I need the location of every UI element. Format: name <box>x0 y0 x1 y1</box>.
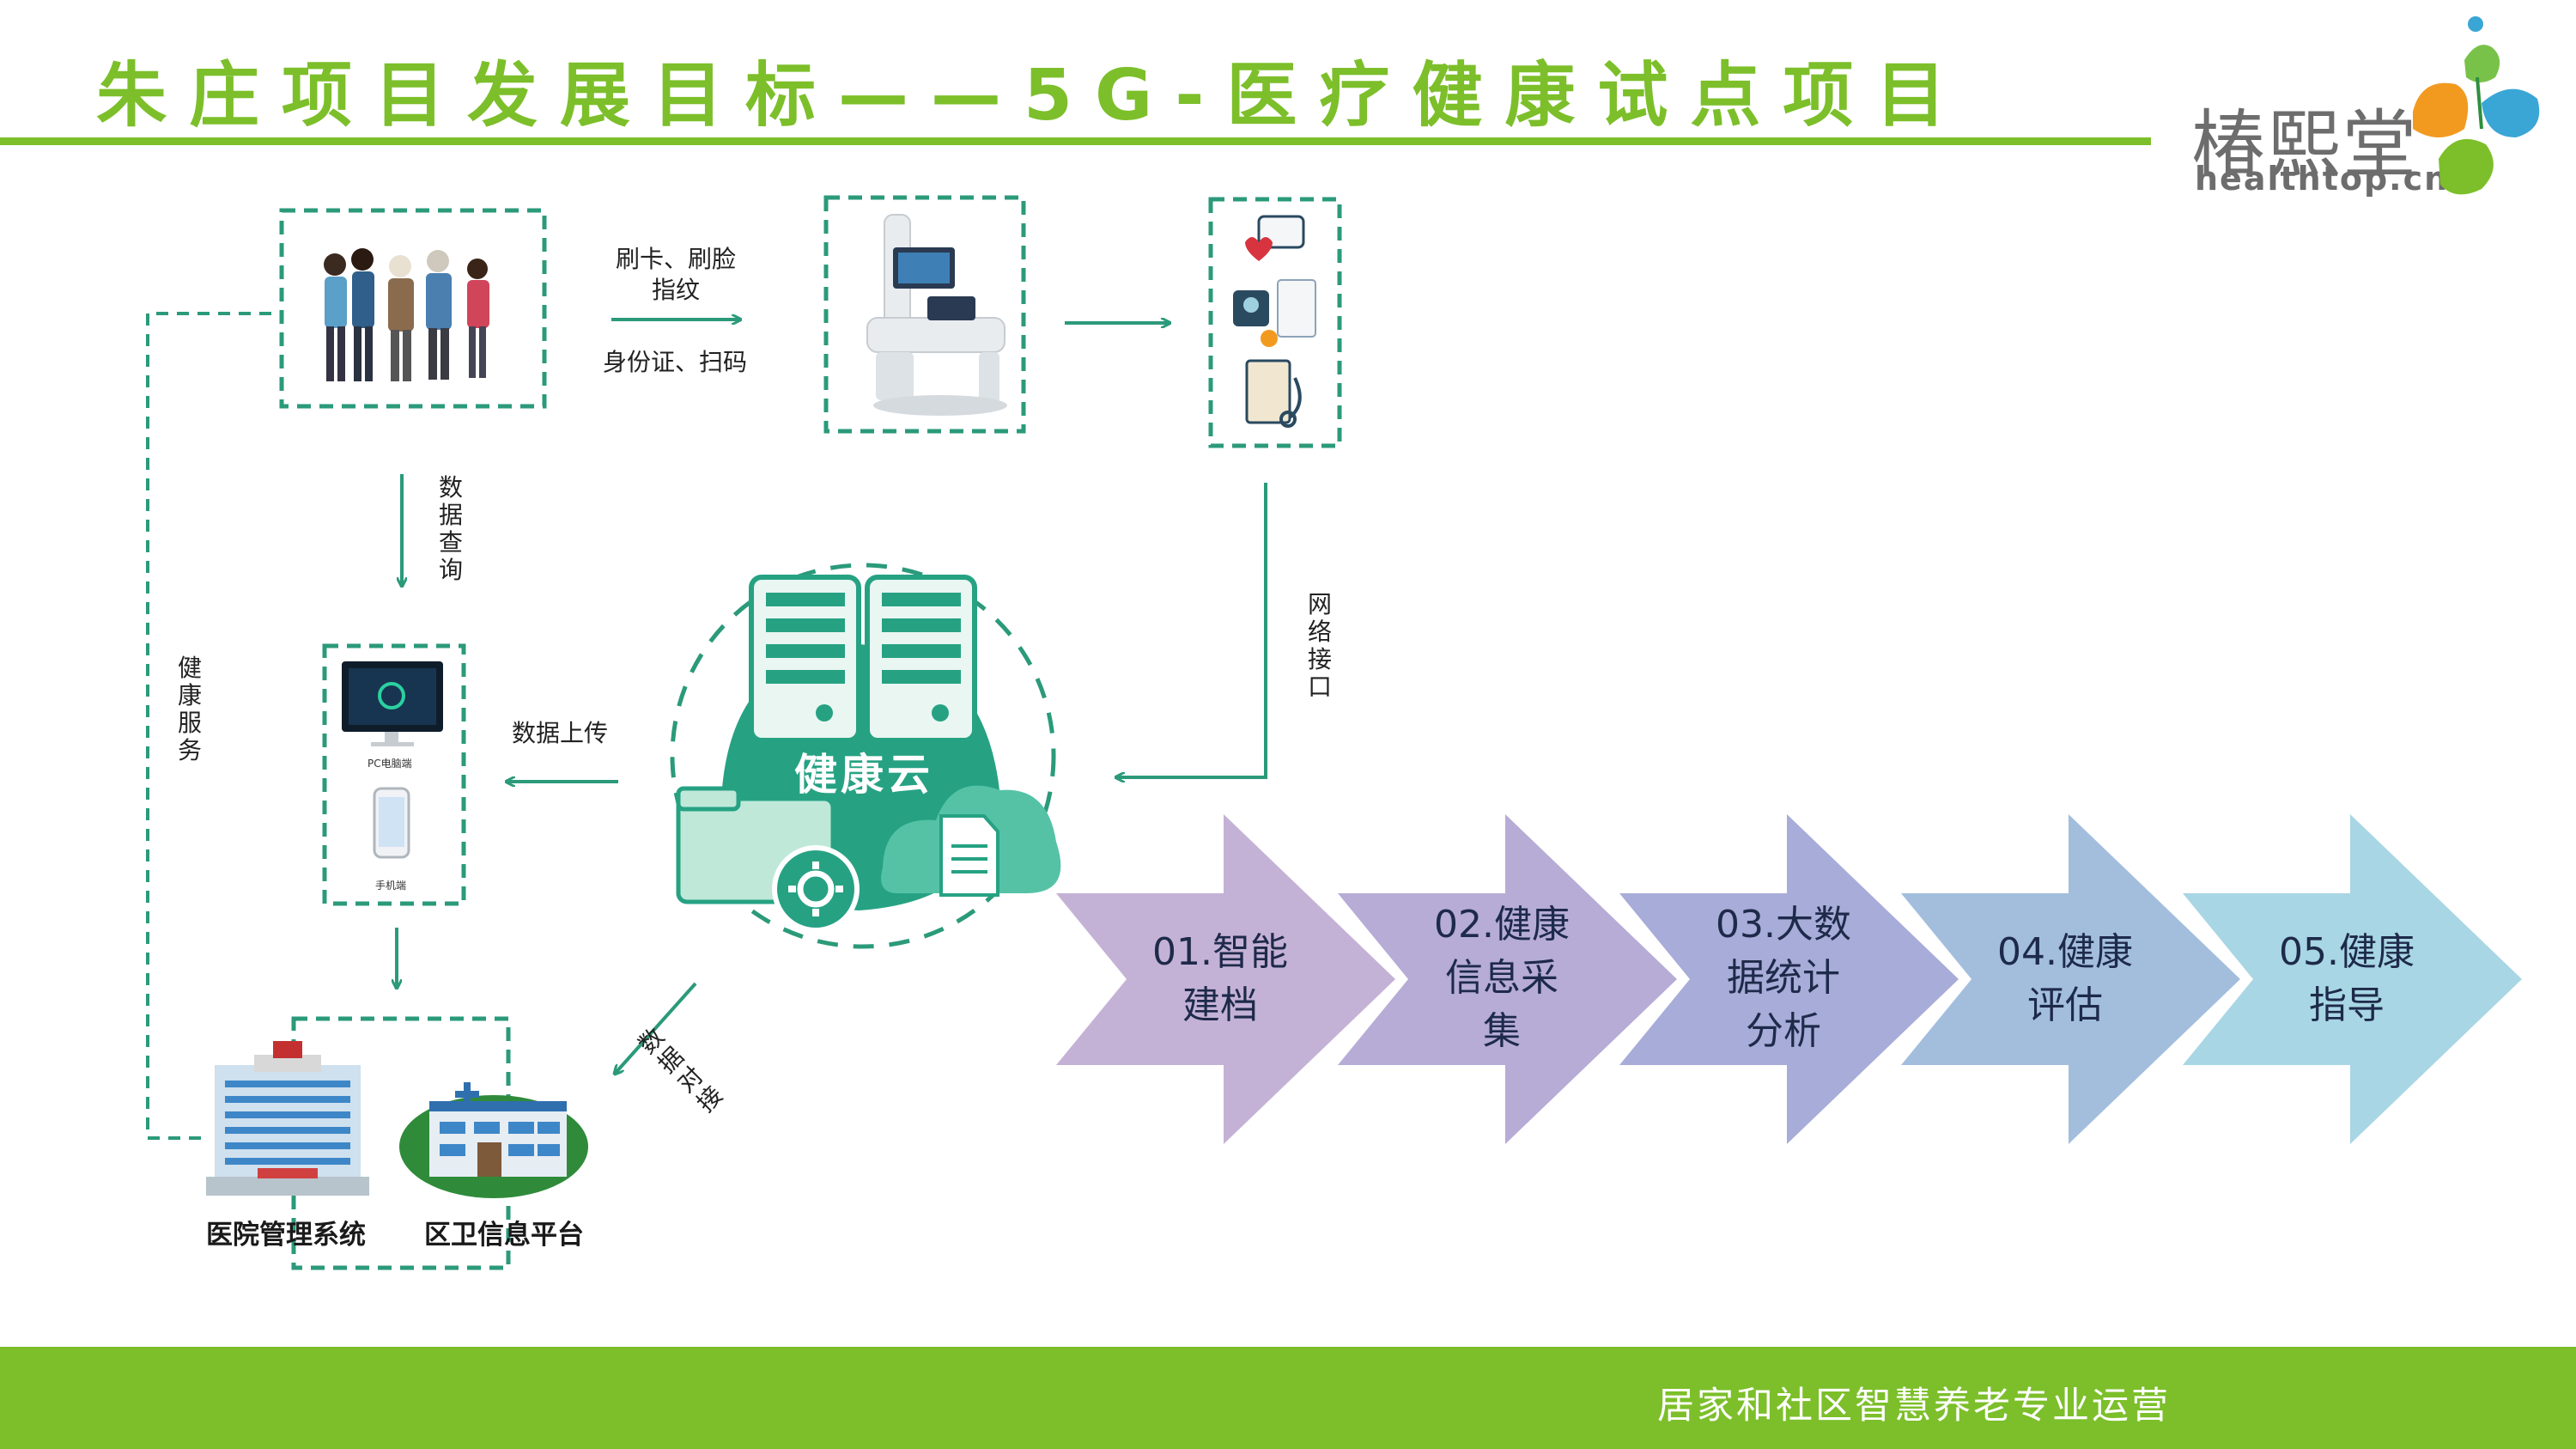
kiosk-box <box>823 195 1026 434</box>
pc-label: PC电脑端 <box>368 758 412 770</box>
title-underline <box>0 137 2151 145</box>
step-2-label: 02.健康信息采集 <box>1434 903 1570 1053</box>
mobile-phone-icon <box>373 787 410 859</box>
step-arrow-5 <box>2183 814 2522 1144</box>
data-query-label: 数据查询 <box>438 473 463 584</box>
mobile-label: 手机端 <box>375 880 407 892</box>
data-upload-label: 数据上传 <box>512 719 609 747</box>
metrics-box <box>1208 197 1342 448</box>
step-5-label: 05.健康指导 <box>2279 930 2415 1027</box>
hospital-system-label: 医院管理系统 <box>206 1220 366 1251</box>
health-kiosk-icon <box>866 214 1007 416</box>
arrow-connect <box>615 982 697 1074</box>
network-interface-label: 网络接口 <box>1307 590 1332 701</box>
health-metrics-icon <box>1233 215 1316 428</box>
logo-subtitle: healthtop.cn <box>2195 160 2450 198</box>
step-4-label: 04.健康评估 <box>1997 930 2133 1027</box>
logo-icon <box>2413 16 2540 195</box>
page-title: 朱庄项目发展目标——5G-医疗健康试点项目 <box>96 55 1969 137</box>
people-box <box>279 208 547 409</box>
health-service-label: 健康服务 <box>177 654 202 764</box>
service-loop <box>146 312 271 1140</box>
card-face-label: 刷卡、刷脸 指纹 <box>615 245 736 304</box>
people-group-icon <box>324 248 489 381</box>
cloud-label: 健康云 <box>794 750 933 800</box>
logo-text: 椿熙堂 <box>2191 102 2418 188</box>
pc-monitor-icon <box>342 661 443 746</box>
step-arrow-4 <box>1901 814 2240 1144</box>
step-3-label: 03.大数据统计分析 <box>1716 903 1851 1053</box>
step-1-label: 01.智能建档 <box>1152 930 1288 1027</box>
footer-text: 居家和社区智慧养老专业运营 <box>1657 1385 2171 1428</box>
arrow-network <box>1116 483 1267 777</box>
district-building-icon <box>399 1082 588 1198</box>
health-cloud-icon <box>670 563 1061 949</box>
id-scan-label: 身份证、扫码 <box>603 348 748 376</box>
hospital-building-icon <box>206 1041 369 1196</box>
footer-bar <box>0 1347 2576 1449</box>
district-platform-label: 区卫信息平台 <box>424 1220 584 1251</box>
step-arrow-3 <box>1619 814 1959 1144</box>
devices-box <box>322 643 466 906</box>
step-arrow-2 <box>1338 814 1677 1144</box>
step-arrow-1 <box>1056 814 1395 1144</box>
